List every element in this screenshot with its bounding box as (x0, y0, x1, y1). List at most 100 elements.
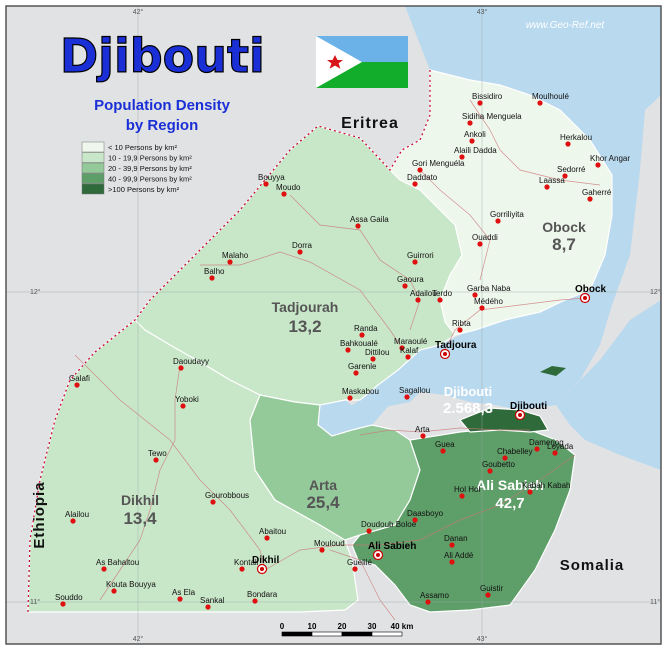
place-label: Ouaddi (472, 233, 498, 242)
scale-segment (311, 631, 343, 637)
place-marker: Herkalou (560, 133, 592, 147)
ghoubbet (360, 385, 420, 408)
region-label-obock: Obock 8,7 (542, 219, 586, 254)
place-label: Ribta (452, 319, 471, 328)
djibouti-flag (316, 36, 408, 88)
place-marker: Moulhoulé (532, 92, 569, 106)
place-marker: Sedorré (557, 165, 586, 179)
place-marker: Sagallou (399, 386, 430, 400)
place-label: Galafi (69, 374, 90, 383)
place-marker: Assamo (420, 591, 449, 605)
place-marker: Damerjog (529, 438, 564, 452)
place-marker: Hol Hol (454, 485, 480, 499)
place-marker: Yoboki (175, 395, 199, 409)
svg-text:Ali Sabieh: Ali Sabieh (476, 477, 544, 493)
place-marker: Abaitou (259, 527, 286, 541)
place-label: Guea (435, 440, 455, 449)
scale-tick-label: 0 (280, 622, 285, 631)
svg-text:8,7: 8,7 (552, 235, 576, 254)
place-marker: Tewo (148, 449, 167, 463)
place-marker: Khor Angar (590, 154, 630, 168)
svg-text:42,7: 42,7 (495, 495, 524, 512)
legend-swatch (81, 162, 105, 174)
legend-swatch (81, 173, 105, 184)
place-label: Kouta Bouyya (106, 580, 156, 589)
place-label: Gori Menguéla (412, 159, 465, 168)
legend-swatch (81, 152, 105, 163)
place-label: Terdo (432, 289, 453, 298)
svg-text:Arta: Arta (309, 477, 337, 493)
place-label: Ankoli (464, 130, 486, 139)
place-label: Adailou (410, 289, 437, 298)
region-ali-sabieh (351, 427, 576, 613)
svg-text:Obock: Obock (542, 219, 586, 235)
red-sea (318, 6, 661, 448)
place-marker: Danan (444, 534, 468, 548)
place-marker: Galafi (69, 374, 90, 388)
place-marker: As Ela (172, 588, 196, 602)
coord-lat11-right: 11° (650, 598, 660, 606)
place-marker: Bondara (247, 590, 278, 604)
place-marker: Guirrori (407, 251, 434, 265)
subtitle-line-1: Population Density (94, 97, 231, 114)
place-label: Djibouti (510, 401, 547, 412)
svg-text:13,4: 13,4 (123, 509, 157, 528)
place-marker: Ankoli (464, 130, 486, 144)
place-marker: Alaili Dadda (454, 146, 497, 160)
place-marker: Tadjoura (435, 340, 477, 360)
place-label: Bouyya (258, 173, 285, 182)
place-marker: Dittilou (365, 348, 389, 362)
scale-tick-label: 30 (368, 622, 377, 631)
place-label: Laassa (539, 176, 565, 185)
svg-text:25,4: 25,4 (306, 493, 340, 512)
place-marker: Sankal (200, 596, 225, 610)
place-label: Garba Naba (467, 284, 511, 293)
coord-lon43-bottom: 43° (477, 635, 488, 643)
place-label: As Bahaltou (96, 558, 139, 567)
lake-assal (318, 400, 360, 436)
place-marker: Médého (474, 297, 503, 311)
place-marker: Gorriliyita (490, 210, 524, 224)
place-marker: Maraoulé (394, 337, 428, 351)
coord-lon43-top: 43° (477, 8, 488, 16)
place-label: Gorriliyita (490, 210, 524, 219)
place-label: Kalaf (400, 346, 419, 355)
place-label: Danan (444, 534, 468, 543)
scale-segment (341, 631, 373, 637)
place-marker: Guistir (480, 584, 503, 598)
svg-text:Dikhil: Dikhil (121, 492, 159, 508)
place-marker: Sidiha Menguela (462, 112, 522, 126)
place-label: Moulhoulé (532, 92, 569, 101)
place-label: Souddo (55, 593, 83, 602)
place-label: Maraoulé (394, 337, 428, 346)
place-marker: Kontali (234, 558, 259, 572)
place-label: Sagallou (399, 386, 430, 395)
map-title: Djibouti (60, 29, 265, 83)
place-label: Daddato (407, 173, 438, 182)
place-label: Damerjog (529, 438, 564, 447)
place-marker: Adailou (410, 289, 437, 303)
place-marker: Goubetto (482, 460, 515, 474)
place-label: Tadjoura (435, 340, 477, 351)
place-label: Daoudayy (173, 357, 209, 366)
label-somalia: Somalia (560, 557, 625, 574)
place-label: Sedorré (557, 165, 586, 174)
svg-text:2.568,3: 2.568,3 (443, 400, 493, 417)
place-marker: Assa Gaila (350, 215, 389, 229)
place-label: As Ela (172, 588, 196, 597)
place-marker: Souddo (55, 593, 83, 607)
place-marker: Daasboyo (407, 509, 444, 523)
place-label: Goubetto (482, 460, 515, 469)
place-label: Alailou (65, 510, 89, 519)
place-marker: Alailou (65, 510, 89, 524)
legend-label: 20 - 39,9 Persons by km² (108, 164, 192, 173)
place-label: Guelilé (347, 558, 372, 567)
place-label: Guirrori (407, 251, 434, 260)
place-label: Gourobbous (205, 491, 249, 500)
place-label: Tewo (148, 449, 167, 458)
place-label: Dorra (292, 241, 313, 250)
